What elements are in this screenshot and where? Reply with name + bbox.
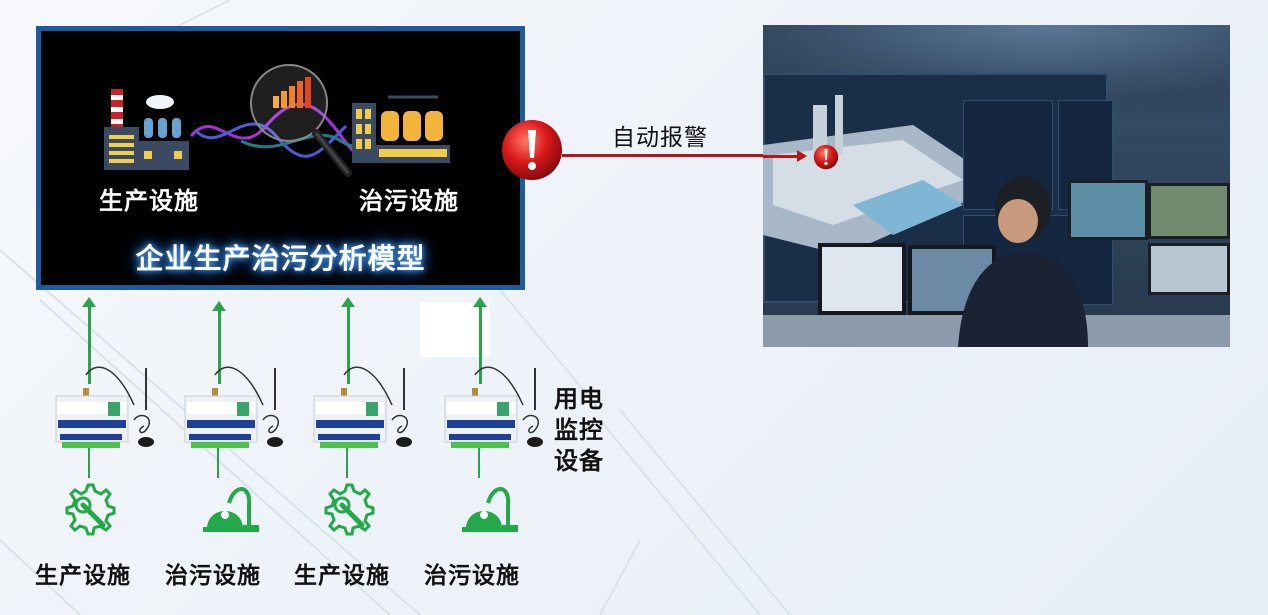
power-monitoring-device-label: 用电 监控 设备 bbox=[554, 385, 604, 475]
uplink-arrow bbox=[218, 310, 221, 384]
alert-marker-icon bbox=[813, 144, 839, 170]
control-room-photo bbox=[763, 25, 1230, 347]
uplink-arrow bbox=[347, 306, 350, 384]
alarm-arrow bbox=[562, 154, 804, 157]
analysis-model-panel: 生产设施 治污设施 企业生产治污分析模型 bbox=[36, 26, 525, 290]
vacuum-cleaner-icon bbox=[201, 486, 261, 534]
blank-patch bbox=[420, 302, 490, 357]
facility-label: 治污设施 bbox=[165, 563, 261, 589]
facility-label: 生产设施 bbox=[35, 563, 131, 589]
devices-illustration bbox=[55, 366, 544, 615]
gear-wrench-icon bbox=[326, 485, 373, 534]
gear-wrench-icon bbox=[67, 485, 114, 534]
facility-label: 生产设施 bbox=[294, 563, 390, 589]
uplink-arrow bbox=[88, 306, 91, 384]
vacuum-cleaner-icon bbox=[460, 486, 520, 534]
model-title: 企业生产治污分析模型 bbox=[135, 242, 426, 275]
factory-icon bbox=[104, 89, 189, 170]
uplink-arrow bbox=[479, 306, 482, 384]
production-facility-label: 生产设施 bbox=[99, 187, 199, 215]
exclamation-alert-icon bbox=[502, 120, 562, 180]
treatment-plant-icon bbox=[352, 95, 450, 163]
operator-person bbox=[958, 176, 1088, 347]
magnifier-chart-icon bbox=[250, 64, 352, 177]
facility-label: 治污设施 bbox=[424, 563, 520, 589]
model-illustration bbox=[104, 64, 450, 177]
treatment-facility-label: 治污设施 bbox=[359, 187, 459, 215]
auto-alarm-label: 自动报警 bbox=[612, 125, 708, 151]
